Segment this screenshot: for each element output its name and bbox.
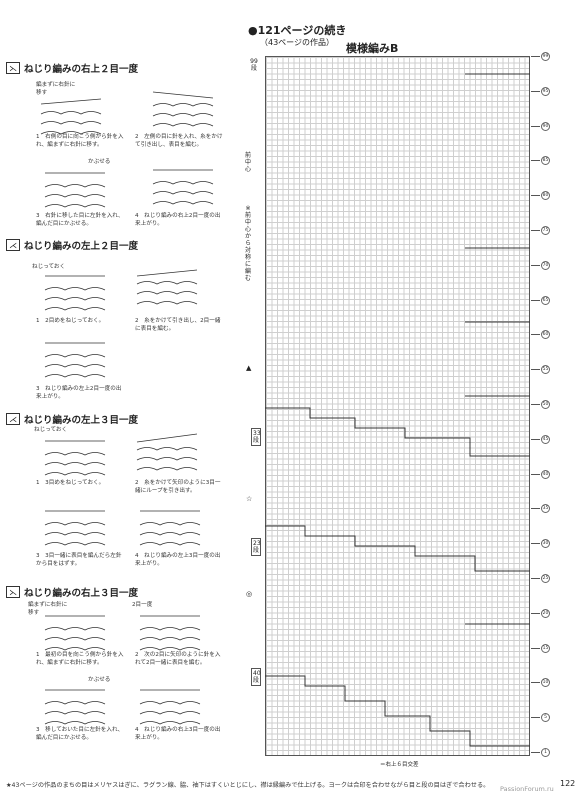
row-number-marker: 40 [541,469,550,479]
section-title-1: ⋋ ねじり編みの右上２目一度 [6,61,138,75]
knitting-illustration-3-4 [139,510,201,546]
decrease-right-3-icon: ⋋ [6,586,20,598]
legend-cross: ＝右上６目交差 [380,762,419,768]
row-number-marker: 90 [541,121,550,131]
knitting-illustration-3-1 [44,440,106,476]
knitting-illustration-1-1 [40,98,102,135]
section-title-4: ⋋ ねじり編みの右上３目一度 [6,585,138,599]
decrease-right-icon: ⋋ [6,62,20,74]
row-arrow [531,578,540,579]
page-number: 122 [560,779,575,788]
note-4c: かぶせる [88,677,111,683]
row-number-marker: 60 [541,330,550,340]
row-number-marker: 35 [541,504,550,514]
knitting-illustration-4-1 [44,615,106,651]
row-number-marker: 20 [541,608,550,618]
note-2a: ねじっておく [32,264,66,270]
note-3a: ねじっておく [34,427,68,433]
section-title-3: ⋌ ねじり編みの左上３目一度 [6,412,138,426]
note-1b: かぶせる [88,159,111,165]
row-number-marker: 10 [541,678,550,688]
knitting-illustration-2-1 [44,275,106,311]
row-arrow [531,682,540,684]
decrease-left-3-icon: ⋌ [6,413,20,425]
section-title-2: ⋌ ねじり編みの左上２目一度 [6,238,138,252]
knitting-illustration-4-3 [44,689,106,725]
row-number-marker: 99 [541,52,550,61]
footer-note: ★43ページの作品のまちの目はメリヤスはぎに、ラグラン線、脇、袖下はすくいとじに… [6,782,490,789]
row-arrow [531,508,540,510]
knitting-illustration-3-2 [136,433,198,471]
row-arrow [531,56,540,57]
row-number-marker: 75 [541,226,550,235]
row-arrow [531,299,540,301]
row-number-marker: 80 [541,191,550,201]
row-number-marker: 45 [541,434,550,444]
knitting-illustration-1-4 [152,169,214,205]
note-1a: 編まずに右針に移す [36,82,76,96]
label-side-note: ※前中心から対称に編む [244,205,251,282]
knitting-illustration-1-3 [44,172,106,208]
knitting-illustration-4-2 [139,615,201,651]
continuation-title: ●121ページの続き [248,24,347,37]
row-number-marker: 55 [541,365,550,375]
row-arrow [531,369,540,371]
row-number-marker: 50 [541,400,550,409]
row-number-marker: 95 [541,86,550,96]
row-arrow [531,334,540,336]
watermark: PassionForum.ru [500,785,554,793]
triangle-marker-icon: ▲ [246,364,252,372]
row-number-marker: 65 [541,295,550,305]
row-arrow [531,752,540,753]
row-arrow [531,647,540,649]
note-4b: 2目一度 [132,602,153,608]
row-arrow [531,90,540,92]
knitting-illustration-4-4 [139,689,201,725]
note-4a: 編まずに右針に移す [28,602,68,616]
row-number-marker: 15 [541,643,550,653]
row-number-marker: 70 [541,260,550,270]
star-marker-icon: ☆ [246,495,253,503]
knitting-illustration-1-2 [152,91,214,127]
row-arrow [531,612,540,614]
decrease-left-icon: ⋌ [6,239,20,251]
row-arrow [531,438,540,440]
label-row-40: 40段 [251,668,261,686]
row-number-marker: 25 [541,574,550,583]
circle-marker-icon: ◎ [246,590,253,598]
row-number-marker: 30 [541,539,550,549]
label-top-row: 99段 [250,58,258,72]
label-row-23: 23段 [251,538,261,556]
label-row-33: 33段 [251,428,261,446]
row-number-marker: 1 [541,748,550,757]
row-arrow [531,717,540,719]
knitting-chart-grid [265,56,530,756]
knitting-illustration-2-3 [44,342,106,378]
row-arrow [531,160,540,162]
row-arrow [531,404,540,405]
knitting-illustration-2-2 [136,269,198,305]
label-center-front: 前中心 [244,152,251,173]
row-arrow [531,473,540,475]
chart-step-overlay [265,73,530,747]
row-arrow [531,264,540,266]
knitting-illustration-3-3 [44,510,106,546]
row-arrow [531,230,540,231]
row-number-marker: 85 [541,156,550,166]
row-arrow [531,125,540,127]
pattern-name: 模様編みB [346,42,399,55]
row-number-marker: 5 [541,713,550,723]
row-arrow [531,543,540,545]
continuation-subtitle: （43ページの作品） [260,38,335,47]
row-arrow [531,195,540,197]
